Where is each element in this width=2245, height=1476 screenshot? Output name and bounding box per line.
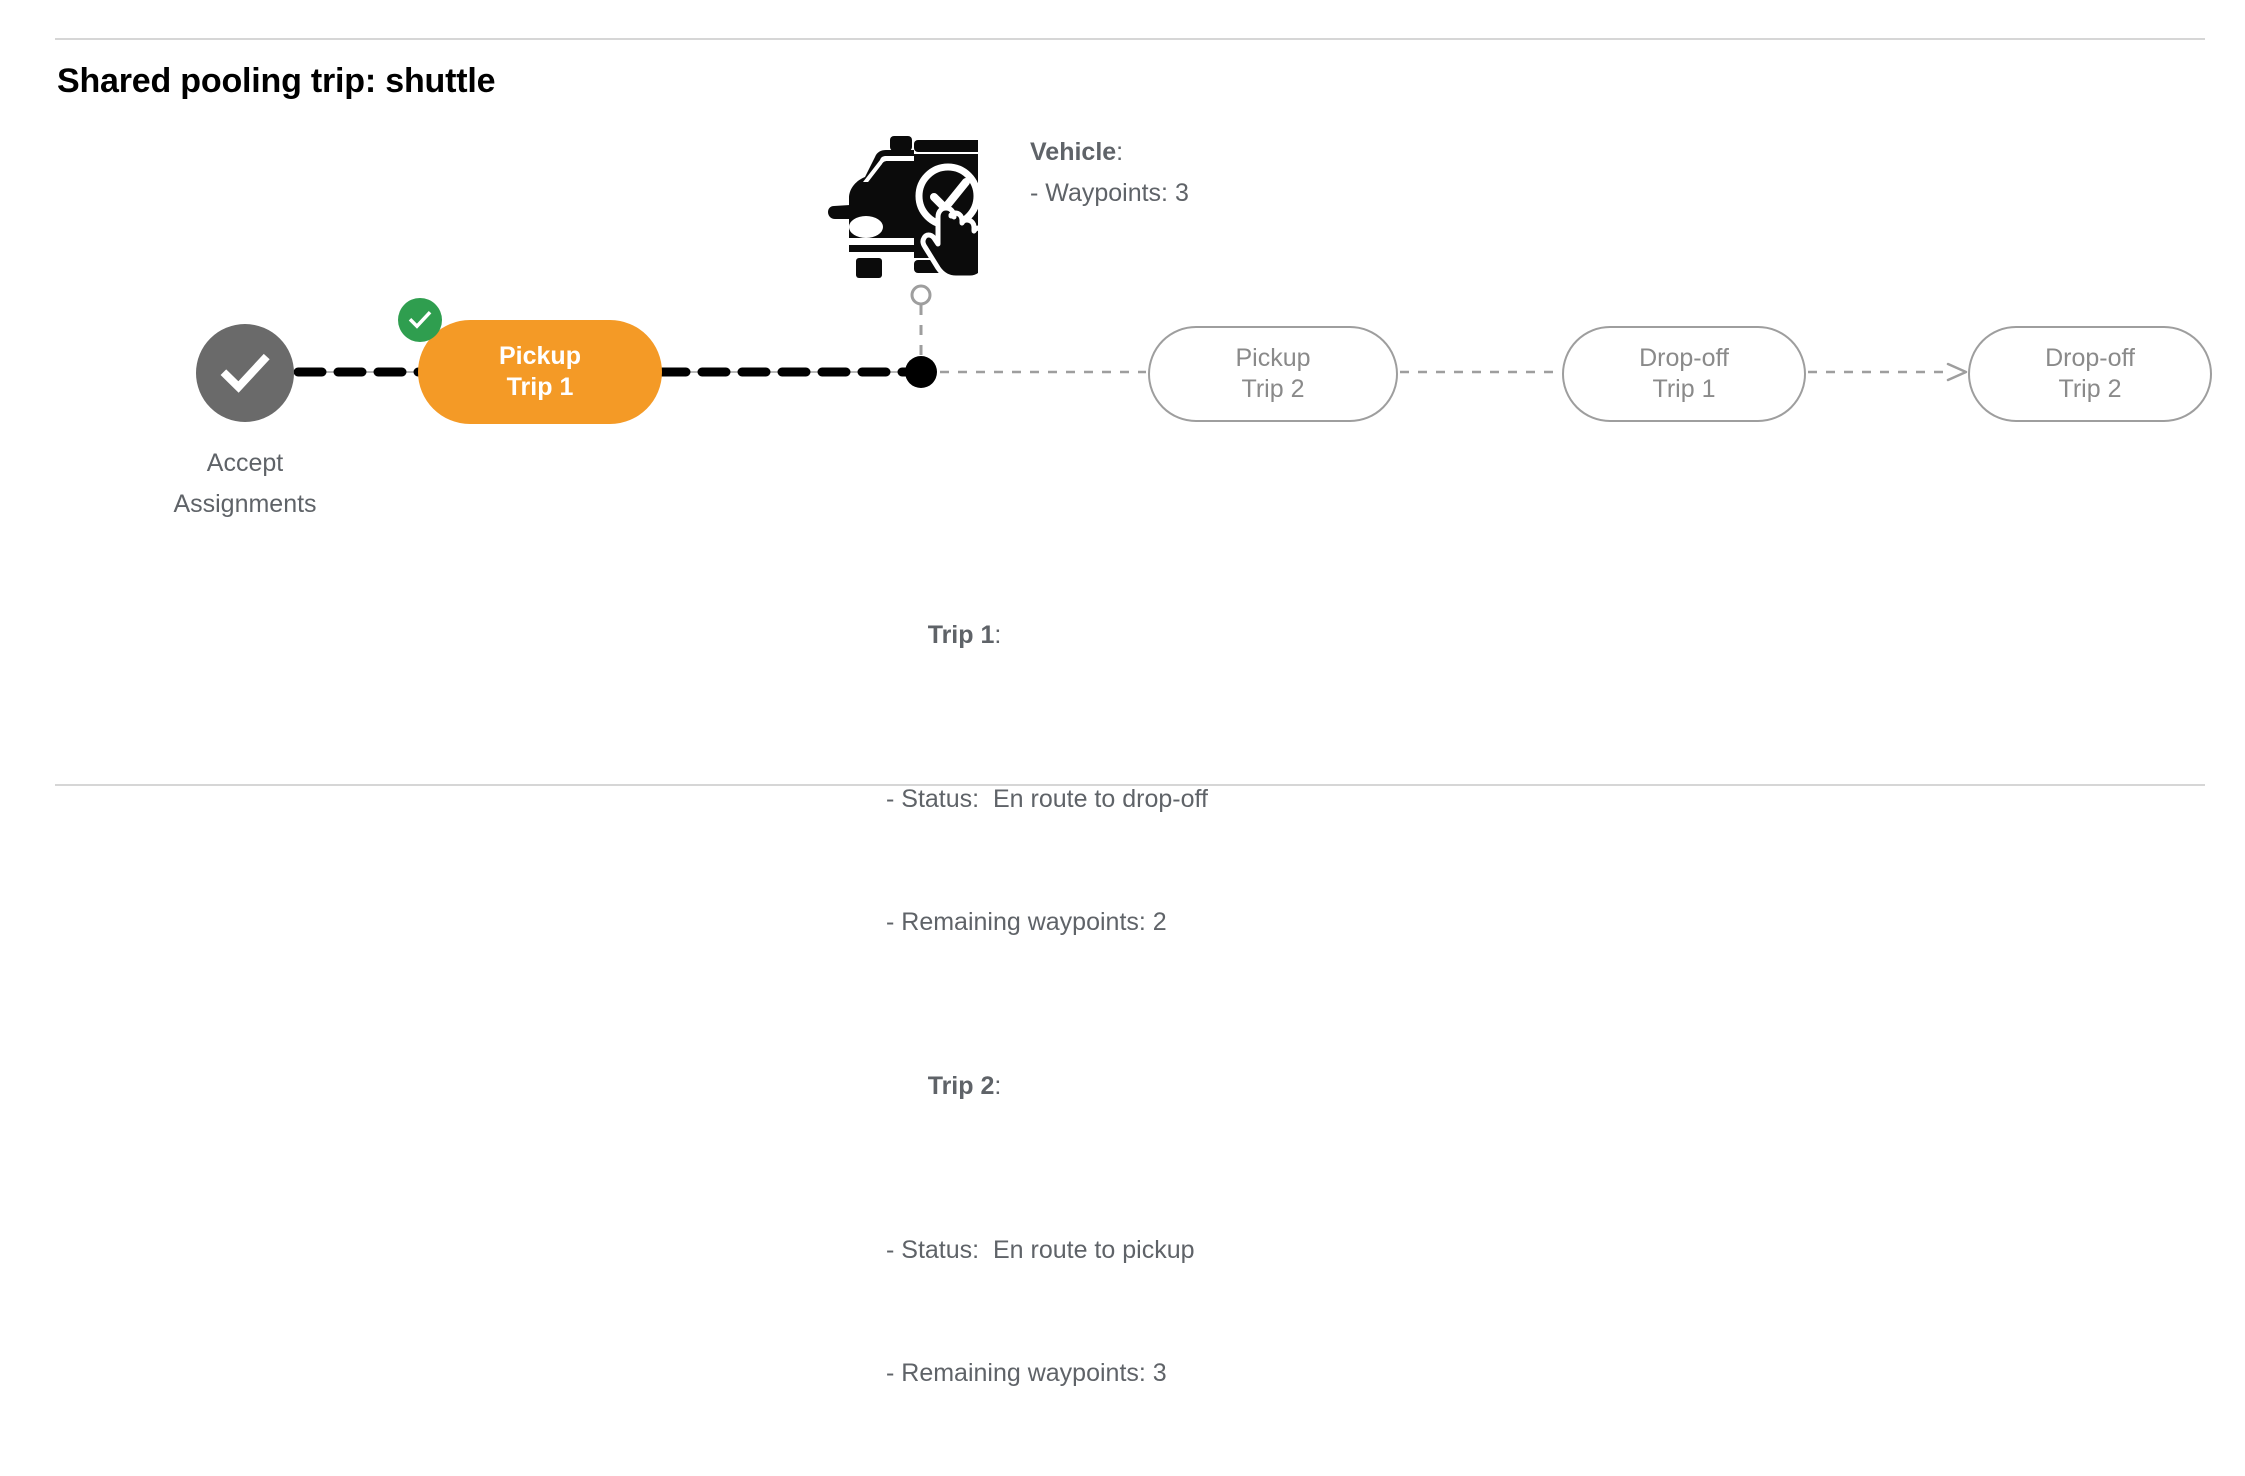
vehicle-info-heading: Vehicle:	[1030, 132, 1189, 173]
trip-2-heading: Trip 2:	[886, 1025, 1208, 1148]
vehicle-heading-label: Vehicle	[1030, 138, 1117, 166]
step-dropoff-trip-2-line1: Drop-off	[2045, 344, 2135, 372]
vehicle-phone-check-icon	[818, 120, 978, 280]
step-dropoff-trip-1[interactable]: Drop-off Trip 1	[1562, 326, 1806, 422]
check-circle-icon	[220, 353, 270, 393]
trip-2-heading-label: Trip 2	[927, 1072, 995, 1100]
step-pickup-trip-2-line1: Pickup	[1235, 344, 1311, 372]
step-pickup-trip-1[interactable]: Pickup Trip 1	[418, 320, 662, 424]
accept-label-line1: Accept	[206, 449, 284, 477]
diagram-slide: Shared pooling trip: shuttle Accept Assi…	[55, 38, 2212, 1387]
trip-1-heading-colon: :	[994, 621, 1002, 649]
step-dropoff-trip-2[interactable]: Drop-off Trip 2	[1968, 326, 2212, 422]
trip-1-heading-label: Trip 1	[927, 621, 995, 649]
accept-assignments-label: Accept Assignments	[125, 443, 365, 525]
trip-1-heading: Trip 1:	[886, 574, 1208, 697]
accept-label-line2: Assignments	[173, 490, 317, 518]
vehicle-waypoints-line: - Waypoints: 3	[1030, 179, 1189, 207]
step-pickup-trip-1-line1: Pickup	[499, 342, 581, 370]
accept-assignments-node[interactable]	[196, 324, 294, 422]
vehicle-info: Vehicle: - Waypoints: 3	[1030, 132, 1189, 214]
step-pickup-trip-1-line2: Trip 1	[506, 373, 574, 401]
completed-check-badge	[398, 298, 442, 342]
trip-2-status-line: - Status: En route to pickup	[886, 1236, 1195, 1264]
trip-1-waypoints-line: - Remaining waypoints: 2	[886, 908, 1167, 936]
top-divider	[55, 38, 2205, 40]
trips-info: Trip 1: - Status: En route to drop-off -…	[886, 492, 1208, 1476]
bottom-divider	[55, 784, 2205, 786]
trip-1-status-line: - Status: En route to drop-off	[886, 785, 1208, 813]
step-dropoff-trip-1-line1: Drop-off	[1639, 344, 1729, 372]
page-title: Shared pooling trip: shuttle	[57, 62, 496, 100]
trip-2-heading-colon: :	[994, 1072, 1002, 1100]
step-pickup-trip-2[interactable]: Pickup Trip 2	[1148, 326, 1398, 422]
step-pickup-trip-2-line2: Trip 2	[1241, 375, 1305, 403]
vehicle-heading-colon: :	[1116, 138, 1124, 166]
check-badge-icon	[408, 310, 432, 329]
step-dropoff-trip-1-line2: Trip 1	[1652, 375, 1716, 403]
step-dropoff-trip-2-line2: Trip 2	[2058, 375, 2122, 403]
trip-2-waypoints-line: - Remaining waypoints: 3	[886, 1359, 1167, 1387]
